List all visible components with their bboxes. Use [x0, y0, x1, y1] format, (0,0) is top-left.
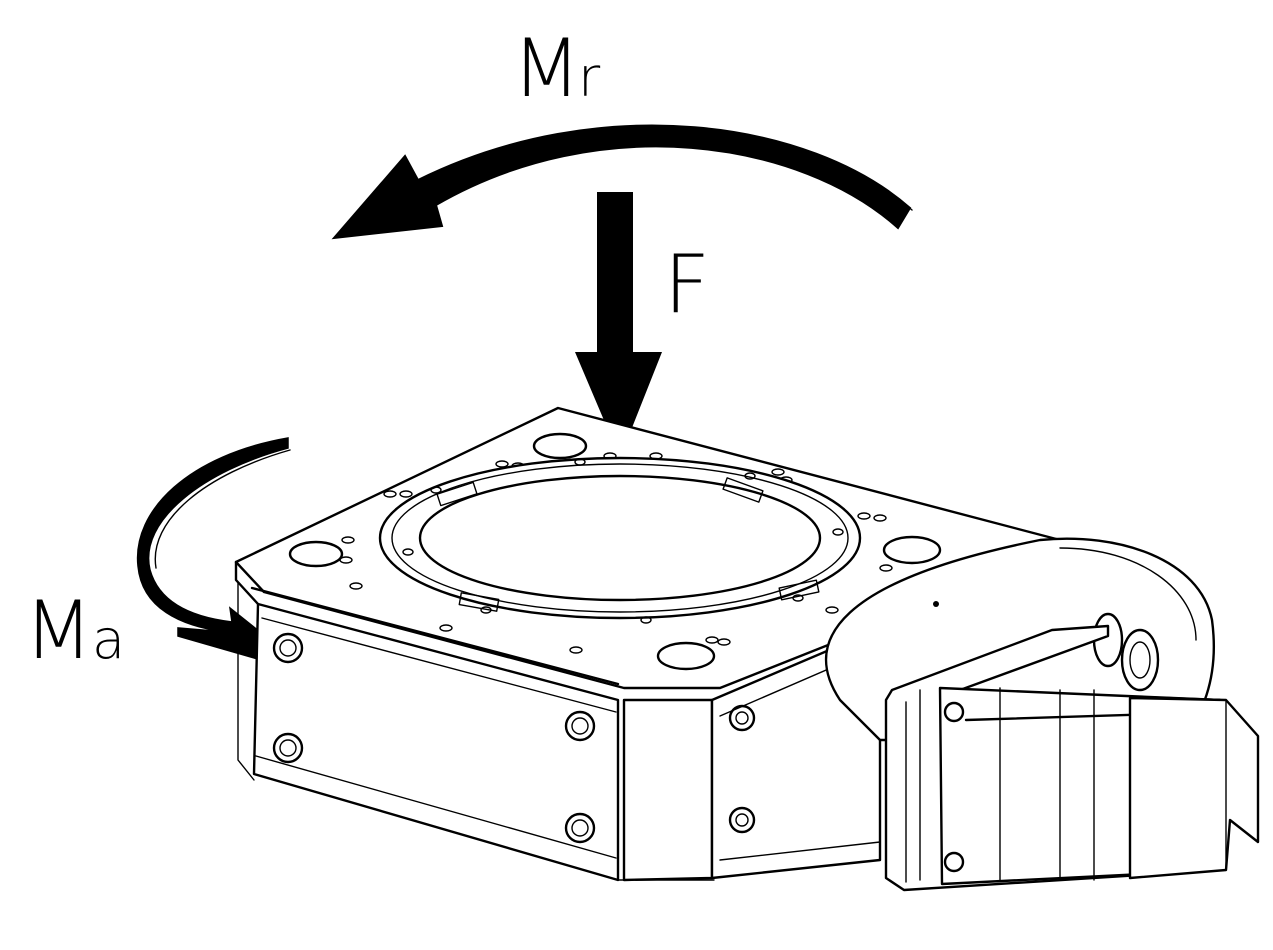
- label-ma-main: M: [24, 584, 93, 677]
- label-ma-sub: a: [92, 608, 125, 671]
- motor-body: [1128, 696, 1260, 880]
- front-right-face: [622, 698, 714, 882]
- curved-arrow-down-icon: [136, 437, 291, 663]
- label-mr: M r: [512, 22, 601, 115]
- down-arrow-icon: [575, 192, 662, 458]
- rotary-stage-body: [234, 406, 1260, 892]
- front-screws: [272, 632, 756, 844]
- label-f: F: [664, 238, 710, 331]
- curved-arrow-left-icon: [331, 124, 913, 240]
- label-mr-sub: r: [578, 46, 601, 109]
- label-ma: M a: [24, 584, 125, 677]
- label-mr-main: M: [512, 22, 581, 115]
- rotary-table: [378, 456, 862, 624]
